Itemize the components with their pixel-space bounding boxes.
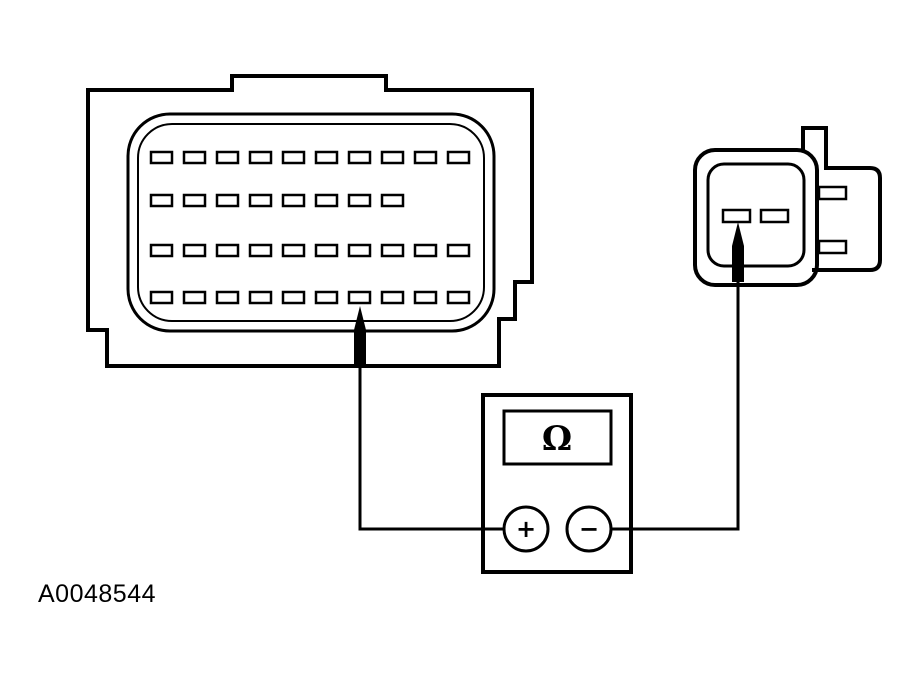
large-connector-pin-r3-p9	[413, 243, 438, 258]
large-connector-pin-r2-p1	[149, 193, 174, 208]
small-connector-pin-1	[721, 208, 752, 224]
large-connector-housing	[86, 74, 534, 368]
figure-id-label: A0048544	[38, 580, 157, 608]
ohmmeter-display-symbol: Ω	[542, 419, 572, 459]
negative-test-probe	[732, 222, 744, 282]
large-connector-pin-r2-p7	[347, 193, 372, 208]
large-connector-pin-r1-p1	[149, 150, 174, 165]
positive-test-probe	[354, 306, 366, 366]
large-connector-pin-r1-p8	[380, 150, 405, 165]
large-connector-pin-r3-p8	[380, 243, 405, 258]
large-connector-inner-seal	[137, 123, 485, 322]
large-connector-pin-r2-p3	[215, 193, 240, 208]
small-connector-locking-tab	[801, 126, 882, 272]
large-connector-pin-r4-p6	[314, 290, 339, 305]
ohmmeter-positive-jack-label: +	[516, 515, 536, 543]
large-connector-outer-seal	[126, 112, 496, 333]
small-connector-housing	[693, 148, 819, 287]
large-connector-pin-r3-p2	[182, 243, 207, 258]
large-connector-pin-r4-p5	[281, 290, 306, 305]
large-connector-pin-r3-p10	[446, 243, 471, 258]
large-connector-pin-r1-p5	[281, 150, 306, 165]
large-connector-pin-r3-p1	[149, 243, 174, 258]
large-connector-pin-r4-p1	[149, 290, 174, 305]
large-connector-pin-r1-p6	[314, 150, 339, 165]
small-connector-side-slot-lower	[817, 239, 848, 255]
large-connector-pin-r3-p4	[248, 243, 273, 258]
large-connector-pin-r2-p5	[281, 193, 306, 208]
test-leads	[354, 222, 744, 531]
large-connector-pin-r4-p3	[215, 290, 240, 305]
large-connector-pin-r2-p4	[248, 193, 273, 208]
small-connector-side-slot-upper	[817, 185, 848, 201]
small-connector	[693, 126, 882, 287]
large-connector-pin-r1-p9	[413, 150, 438, 165]
large-connector-pin-r4-p8	[380, 290, 405, 305]
large-connector-pin-r3-p5	[281, 243, 306, 258]
large-connector-pin-r2-p2	[182, 193, 207, 208]
large-connector-pin-r1-p10	[446, 150, 471, 165]
large-connector-pin-r4-p2	[182, 290, 207, 305]
large-connector-pin-r3-p3	[215, 243, 240, 258]
large-connector-pin-r1-p4	[248, 150, 273, 165]
large-connector-pin-r4-p9	[413, 290, 438, 305]
small-connector-pins	[721, 208, 790, 224]
large-connector-pin-r3-p7	[347, 243, 372, 258]
ohmmeter-display	[502, 409, 613, 466]
large-connector-pin-r3-p6	[314, 243, 339, 258]
large-connector-pin-r4-p4	[248, 290, 273, 305]
large-connector-pin-r4-p10	[446, 290, 471, 305]
large-connector-pin-r2-p6	[314, 193, 339, 208]
small-connector-cavity	[706, 162, 806, 268]
negative-test-lead-wire	[611, 282, 740, 531]
large-connector-pin-grid	[149, 150, 471, 305]
small-connector-pin-2	[759, 208, 790, 224]
large-connector-pin-r4-p7	[347, 290, 372, 305]
positive-test-lead-wire	[358, 366, 504, 531]
ohmmeter-negative-jack-label: −	[579, 515, 599, 543]
large-connector	[86, 74, 534, 368]
large-connector-pin-r2-p8	[380, 193, 405, 208]
ohmmeter-body	[481, 393, 633, 574]
ohmmeter: Ω + −	[481, 393, 633, 574]
large-connector-pin-r1-p7	[347, 150, 372, 165]
large-connector-pin-r1-p2	[182, 150, 207, 165]
large-connector-pin-r1-p3	[215, 150, 240, 165]
